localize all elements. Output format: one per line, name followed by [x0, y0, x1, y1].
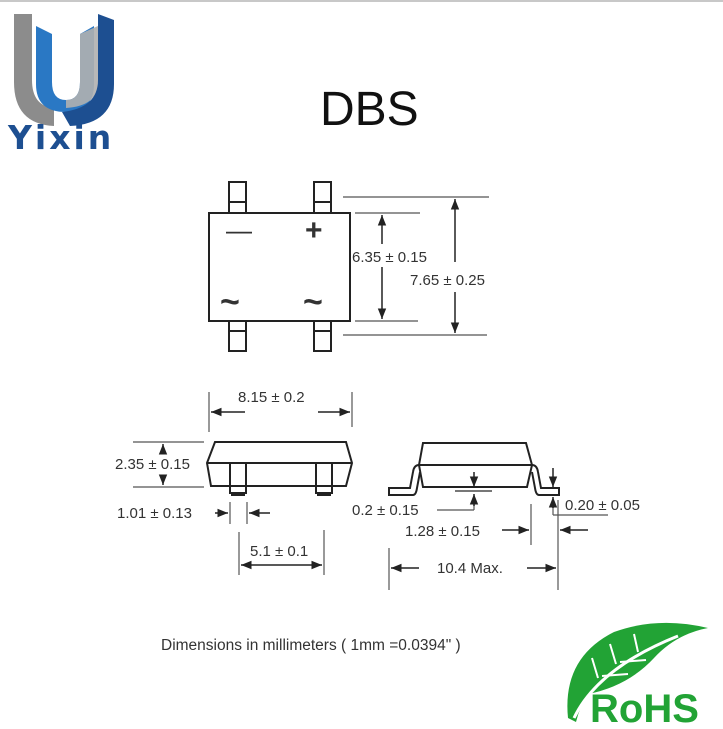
brand-name: Yixin	[8, 118, 115, 157]
pin-label-positive: +	[305, 214, 323, 247]
dim-lead-length: 1.28 ± 0.15	[405, 523, 480, 540]
rohs-label: RoHS	[590, 687, 699, 726]
pin-label-ac2: ~	[303, 283, 323, 321]
u-letter-logo-icon	[14, 14, 114, 126]
pin-label-negative: —	[226, 215, 252, 245]
page-title: DBS	[320, 83, 419, 136]
dim-overall-width: 10.4 Max.	[437, 560, 503, 577]
leaf-icon	[567, 622, 708, 722]
top-view	[208, 181, 351, 352]
dim-body-height: 6.35 ± 0.15	[352, 249, 427, 266]
side-view	[388, 442, 560, 496]
dim-body-length: 8.15 ± 0.2	[238, 389, 305, 406]
dim-lead-thickness: 0.20 ± 0.05	[565, 497, 640, 514]
units-note: Dimensions in millimeters ( 1mm =0.0394"…	[161, 637, 461, 654]
pin-label-ac1: ~	[220, 283, 240, 321]
top-border	[0, 0, 723, 2]
rohs-badge: RoHS	[567, 622, 708, 726]
dim-overall-height: 7.65 ± 0.25	[410, 272, 485, 289]
front-view	[205, 441, 354, 496]
dim-lead-pitch: 5.1 ± 0.1	[250, 543, 308, 560]
dim-standoff: 0.2 ± 0.15	[352, 502, 419, 519]
dim-height: 2.35 ± 0.15	[115, 456, 190, 473]
dim-lead-width: 1.01 ± 0.13	[117, 505, 192, 522]
